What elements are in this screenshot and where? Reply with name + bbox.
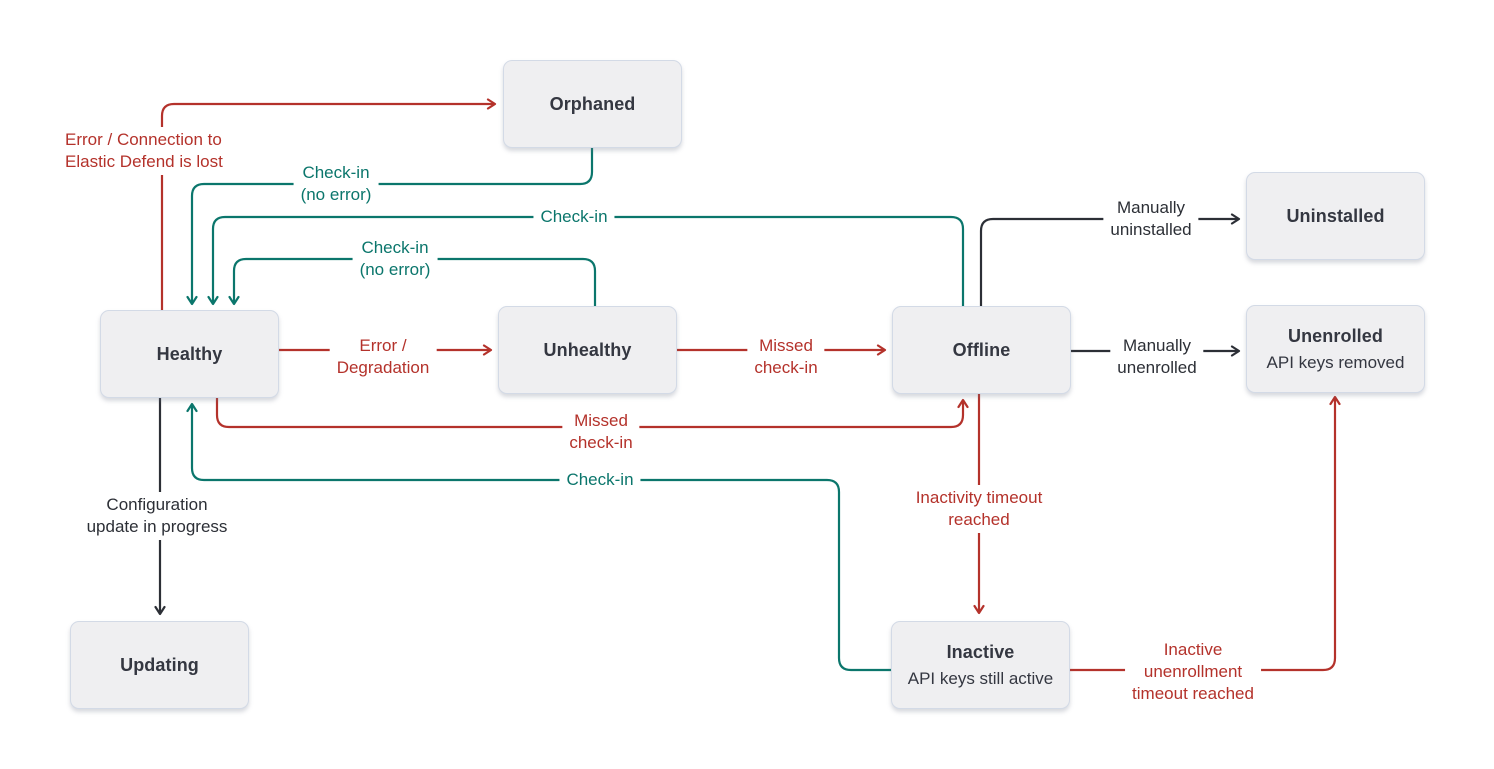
edge-label-orphaned-to-healthy: Check-in (no error) bbox=[293, 160, 379, 208]
node-inactive-title: Inactive bbox=[946, 642, 1015, 662]
edge-label-inactive-to-unenrolled: Inactive unenrollment timeout reached bbox=[1125, 637, 1261, 707]
node-orphaned-title: Orphaned bbox=[549, 94, 636, 114]
node-healthy: Healthy bbox=[100, 310, 279, 398]
edge-label-healthy-to-offline: Missed check-in bbox=[562, 408, 640, 456]
arrow-orphaned-to-healthy bbox=[186, 148, 594, 306]
node-unenrolled-title: Unenrolled bbox=[1287, 326, 1383, 346]
node-offline: Offline bbox=[892, 306, 1071, 394]
node-unenrolled-subtitle: API keys removed bbox=[1266, 353, 1405, 372]
edge-label-offline-to-uninstalled: Manually uninstalled bbox=[1103, 195, 1199, 243]
node-healthy-title: Healthy bbox=[156, 344, 223, 364]
arrow-offline-to-uninstalled bbox=[979, 213, 1241, 306]
node-unenrolled: Unenrolled API keys removed bbox=[1246, 305, 1425, 393]
node-uninstalled-title: Uninstalled bbox=[1286, 206, 1385, 226]
edge-label-offline-to-unenrolled: Manually unenrolled bbox=[1110, 333, 1204, 381]
node-updating: Updating bbox=[70, 621, 249, 709]
node-unhealthy-title: Unhealthy bbox=[543, 340, 632, 360]
edge-label-unhealthy-to-healthy: Check-in (no error) bbox=[352, 235, 438, 283]
edge-label-healthy-to-unhealthy: Error / Degradation bbox=[329, 333, 437, 381]
node-unhealthy: Unhealthy bbox=[498, 306, 677, 394]
arrow-offline-to-healthy bbox=[207, 215, 965, 306]
node-updating-title: Updating bbox=[120, 655, 199, 675]
node-orphaned: Orphaned bbox=[503, 60, 682, 148]
edge-label-healthy-to-orphaned: Error / Connection to Elastic Defend is … bbox=[58, 127, 230, 175]
edge-label-offline-to-inactive: Inactivity timeout reached bbox=[908, 485, 1050, 533]
node-inactive-subtitle: API keys still active bbox=[907, 669, 1054, 688]
arrow-healthy-to-orphaned bbox=[160, 98, 497, 310]
edge-label-unhealthy-to-offline: Missed check-in bbox=[747, 333, 825, 381]
arrow-inactive-to-unenrolled bbox=[1068, 395, 1341, 672]
edge-label-inactive-to-healthy: Check-in bbox=[559, 467, 641, 493]
node-offline-title: Offline bbox=[952, 340, 1011, 360]
edge-label-offline-to-healthy: Check-in bbox=[533, 204, 615, 230]
node-uninstalled: Uninstalled bbox=[1246, 172, 1425, 260]
edge-label-healthy-to-updating: Configuration update in progress bbox=[79, 492, 235, 540]
node-inactive: Inactive API keys still active bbox=[891, 621, 1070, 709]
arrow-inactive-to-healthy bbox=[186, 402, 891, 672]
